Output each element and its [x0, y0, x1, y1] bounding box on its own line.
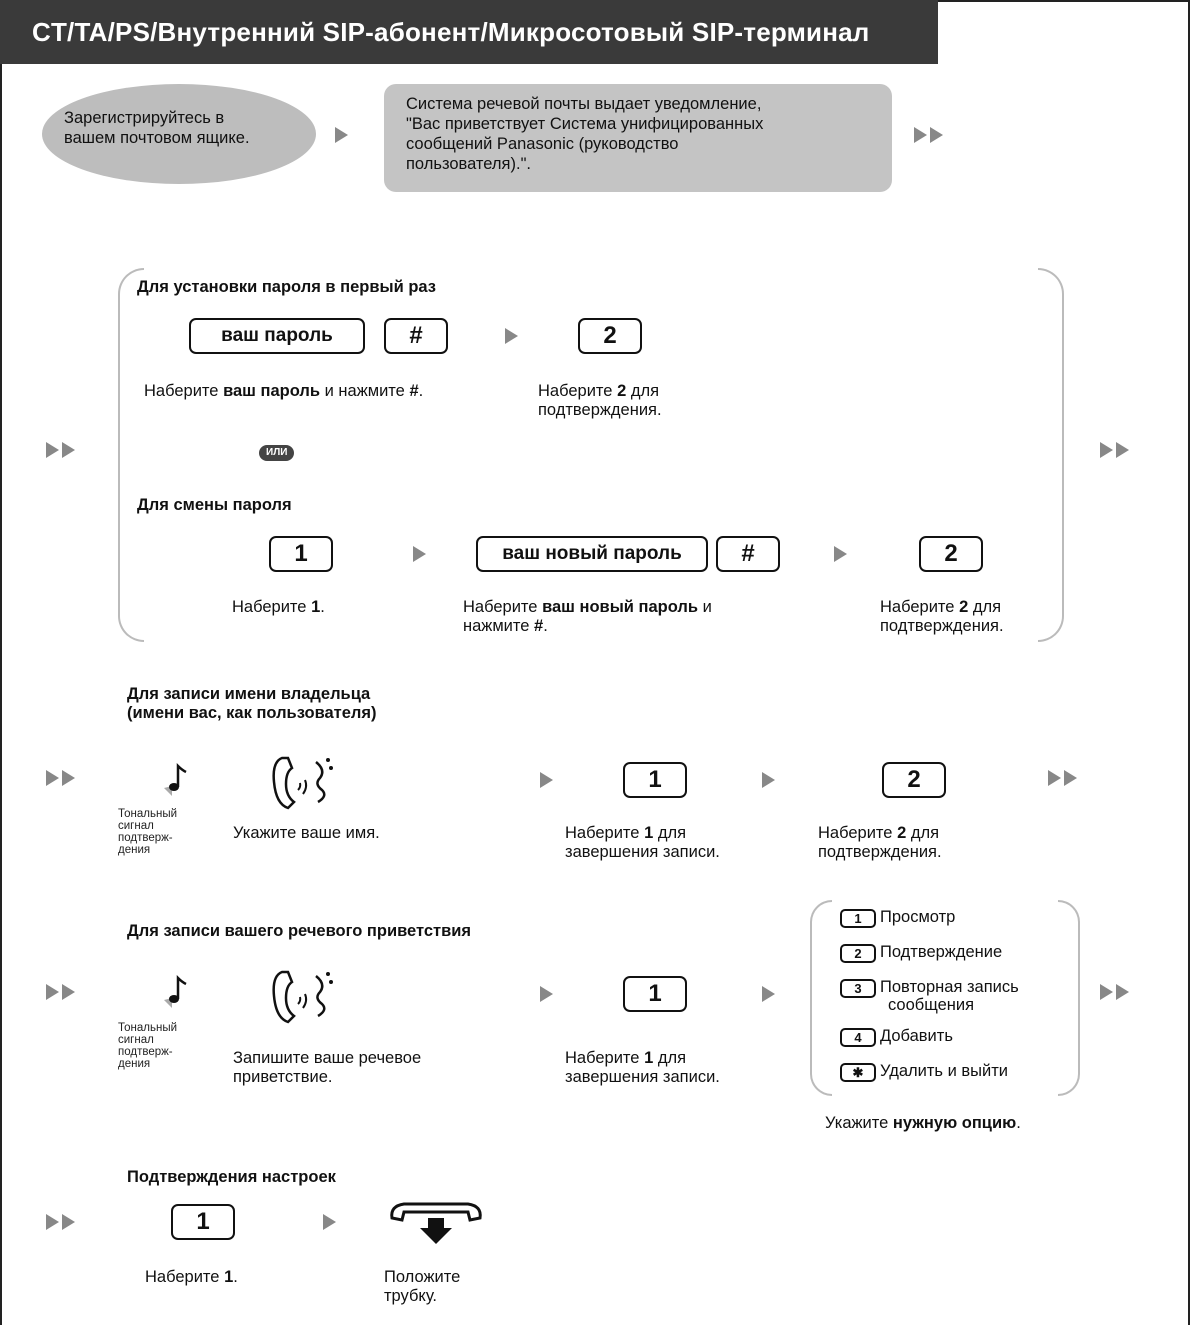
option-key[interactable]: 3 [840, 979, 876, 998]
tone-label: Тональный сигнал подтверж- дения [118, 808, 178, 856]
arrow-icon [505, 328, 518, 344]
arrow-icon [540, 986, 553, 1002]
hang-up-icon [390, 1202, 482, 1244]
tone-label: Тональный сигнал подтверж- дения [118, 1022, 178, 1070]
speak-icon [272, 970, 333, 1024]
change-desc-3: Наберите 2 для подтверждения. [880, 598, 1004, 635]
first-password-heading: Для установки пароля в первый раз [137, 278, 436, 296]
arrow-icon [762, 772, 775, 788]
left-bracket [118, 268, 144, 642]
confirm-desc: Наберите 2 для подтверждения. [538, 382, 662, 419]
choose-option-label: Укажите нужную опцию. [825, 1114, 1021, 1132]
double-arrow-icon [46, 984, 75, 1000]
prompt-line-3: сообщений Panasonic (руководство [406, 135, 679, 153]
arrow-icon [540, 772, 553, 788]
record-name-desc-1: Наберите 1 для завершения записи. [565, 824, 720, 861]
confirm-desc: Наберите 1. [145, 1268, 238, 1286]
key-1[interactable]: 1 [623, 762, 687, 798]
option-key[interactable]: 4 [840, 1028, 876, 1047]
double-arrow-icon [46, 770, 75, 786]
star-key[interactable]: ✱ [840, 1063, 876, 1082]
record-name-heading: Для записи имени владельца (имени вас, к… [127, 685, 377, 722]
page-title: CT/TA/PS/Внутренний SIP-абонент/Микросот… [0, 0, 938, 64]
arrow-icon [413, 546, 426, 562]
key-1[interactable]: 1 [171, 1204, 235, 1240]
option-key[interactable]: 2 [840, 944, 876, 963]
arrow-icon [335, 127, 348, 143]
right-bracket [1038, 268, 1064, 642]
key-1[interactable]: 1 [623, 976, 687, 1012]
record-name-desc-2: Наберите 2 для подтверждения. [818, 824, 942, 861]
double-arrow-icon [1048, 770, 1077, 786]
key-2[interactable]: 2 [578, 318, 642, 354]
login-line-1: Зарегистрируйтесь в [64, 109, 225, 127]
option-key[interactable]: 1 [840, 909, 876, 928]
left-bracket [810, 900, 832, 1096]
double-arrow-icon [46, 442, 75, 458]
confirm-heading: Подтверждения настроек [127, 1168, 336, 1186]
key-your-password[interactable]: ваш пароль [189, 318, 365, 354]
record-greeting-heading: Для записи вашего речевого приветствия [127, 922, 472, 940]
hang-up-label: Положите трубку. [384, 1268, 461, 1305]
change-desc-1: Наберите 1. [232, 598, 325, 616]
option-delete-exit[interactable]: ✱Удалить и выйти [840, 1062, 1070, 1082]
record-greeting-desc: Наберите 1 для завершения записи. [565, 1049, 720, 1086]
tone-icon [164, 974, 187, 1008]
double-arrow-icon [914, 127, 943, 143]
arrow-icon [762, 986, 775, 1002]
system-prompt-box: Система речевой почты выдает уведомление… [384, 84, 892, 192]
speak-greeting-label: Запишите ваше речевое приветствие. [233, 1049, 422, 1086]
key-hash[interactable]: # [716, 536, 780, 572]
or-badge: ИЛИ [259, 445, 295, 461]
arrow-icon [323, 1214, 336, 1230]
speak-name-label: Укажите ваше имя. [233, 824, 380, 842]
key-new-password[interactable]: ваш новый пароль [476, 536, 708, 572]
login-oval: Зарегистрируйтесь в вашем почтовом ящике… [42, 84, 316, 184]
double-arrow-icon [46, 1214, 75, 1230]
prompt-line-2: "Вас приветствует Система унифицированны… [406, 115, 764, 133]
change-password-heading: Для смены пароля [137, 496, 292, 514]
prompt-line-1: Система речевой почты выдает уведомление… [406, 95, 762, 113]
speak-icon [272, 756, 333, 810]
tone-icon [164, 762, 187, 796]
double-arrow-icon [1100, 984, 1129, 1000]
change-desc-2: Наберите ваш новый пароль и нажмите #. [463, 598, 712, 635]
arrow-icon [834, 546, 847, 562]
key-1[interactable]: 1 [269, 536, 333, 572]
first-password-desc: Наберите ваш пароль и нажмите #. [144, 382, 424, 400]
key-2[interactable]: 2 [919, 536, 983, 572]
prompt-line-4: пользователя).". [406, 155, 532, 173]
login-line-2: вашем почтовом ящике. [64, 129, 250, 147]
key-2[interactable]: 2 [882, 762, 946, 798]
key-hash[interactable]: # [384, 318, 448, 354]
double-arrow-icon [1100, 442, 1129, 458]
